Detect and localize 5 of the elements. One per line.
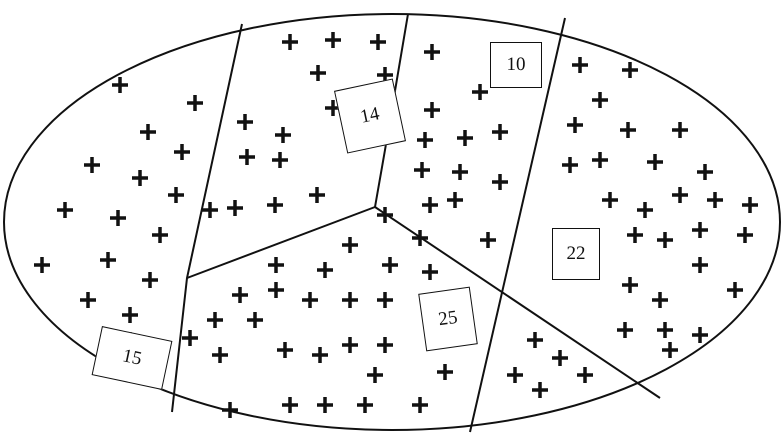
plot-number-box: 22 bbox=[552, 228, 600, 280]
plot-number-box: 25 bbox=[418, 286, 478, 352]
plot-number-box: 14 bbox=[334, 78, 406, 154]
plot-number-box: 15 bbox=[92, 326, 172, 390]
plot-number-box: 10 bbox=[490, 42, 542, 88]
